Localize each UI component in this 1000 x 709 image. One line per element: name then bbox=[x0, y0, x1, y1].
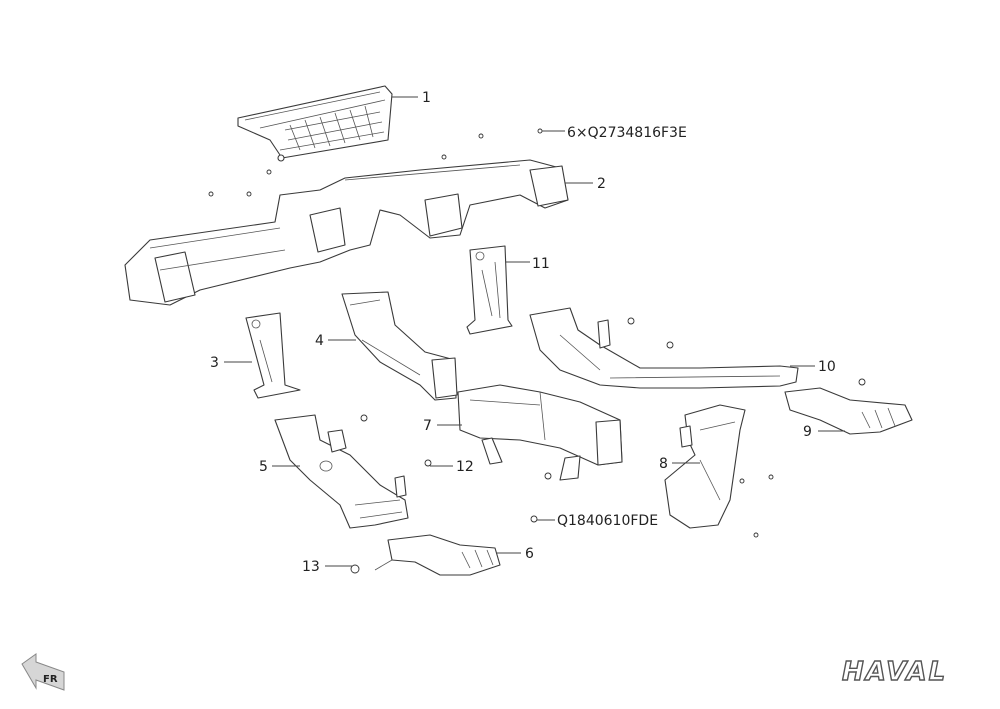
fastener-label-clip: Q1840610FDE bbox=[557, 513, 658, 529]
part-8-duct bbox=[664, 404, 746, 529]
part-2-main-duct bbox=[124, 159, 569, 306]
callout-1: 1 bbox=[422, 90, 431, 106]
callout-12: 12 bbox=[456, 459, 474, 475]
brand-logo-text: HAVAL bbox=[842, 657, 947, 687]
callout-10: 10 bbox=[818, 359, 836, 375]
part-11-duct bbox=[466, 245, 513, 335]
callout-11: 11 bbox=[532, 256, 550, 272]
fasteners bbox=[208, 128, 866, 574]
part-10-duct bbox=[529, 307, 799, 389]
callout-labels: 1 2 3 4 5 6 7 8 9 10 11 12 13 6×Q2734816… bbox=[210, 90, 836, 575]
part-4-duct bbox=[341, 291, 458, 401]
leader-lines bbox=[224, 96, 845, 567]
fastener-label-screws: 6×Q2734816F3E bbox=[567, 125, 687, 141]
callout-4: 4 bbox=[315, 333, 324, 349]
front-label: FR bbox=[43, 674, 58, 685]
callout-3: 3 bbox=[210, 355, 219, 371]
callout-9: 9 bbox=[803, 424, 812, 440]
part-7-duct bbox=[457, 384, 623, 481]
brand-logo: HAVAL bbox=[841, 656, 947, 687]
part-6-outlet bbox=[374, 534, 501, 576]
callout-13: 13 bbox=[302, 559, 320, 575]
callout-7: 7 bbox=[423, 418, 432, 434]
callout-8: 8 bbox=[659, 456, 668, 472]
callout-5: 5 bbox=[259, 459, 268, 475]
part-9-outlet bbox=[784, 387, 913, 435]
front-arrow-icon bbox=[21, 653, 65, 691]
callout-6: 6 bbox=[525, 546, 534, 562]
callout-2: 2 bbox=[597, 176, 606, 192]
part-5-duct bbox=[274, 414, 409, 529]
part-1-vent-grille bbox=[237, 85, 393, 162]
part-3-duct bbox=[245, 312, 301, 399]
front-direction-indicator: FR bbox=[21, 653, 65, 691]
